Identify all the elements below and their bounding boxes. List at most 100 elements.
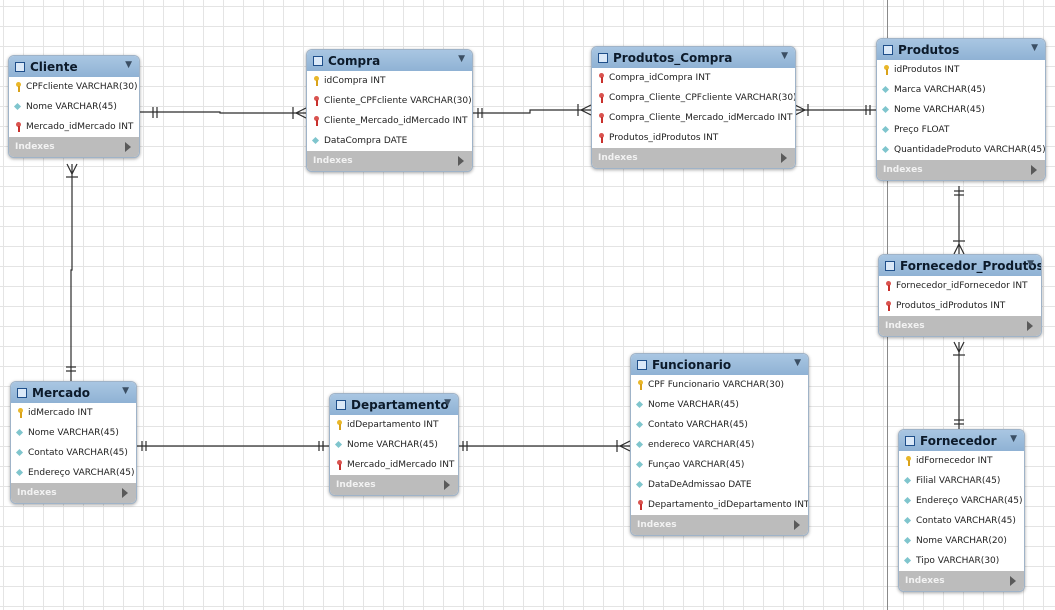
table-header[interactable]: Cliente▼ xyxy=(9,56,139,77)
chevron-down-icon[interactable]: ▼ xyxy=(125,60,132,70)
triangle-right-icon[interactable] xyxy=(794,520,800,530)
table-icon xyxy=(598,52,608,63)
column-row[interactable]: Nome VARCHAR(20) xyxy=(899,531,1024,551)
triangle-right-icon[interactable] xyxy=(1031,165,1037,175)
rel-produtos-produtos-compra[interactable] xyxy=(794,104,876,116)
rel-compra-produtos-compra[interactable] xyxy=(472,104,592,118)
column-row[interactable]: Fornecedor_idFornecedor INT xyxy=(879,276,1041,296)
column-row[interactable]: Marca VARCHAR(45) xyxy=(877,80,1045,100)
table-header[interactable]: Fornecedor▼ xyxy=(899,430,1024,451)
column-row[interactable]: Nome VARCHAR(45) xyxy=(330,435,458,455)
column-row[interactable]: idProdutos INT xyxy=(877,60,1045,80)
column-row[interactable]: idMercado INT xyxy=(11,403,136,423)
triangle-right-icon[interactable] xyxy=(458,156,464,166)
column-label: endereco VARCHAR(45) xyxy=(648,440,755,450)
chevron-down-icon[interactable]: ▼ xyxy=(458,54,465,64)
column-row[interactable]: QuantidadeProduto VARCHAR(45) xyxy=(877,140,1045,160)
indexes-section[interactable]: Indexes xyxy=(879,316,1041,336)
column-row[interactable]: Preço FLOAT xyxy=(877,120,1045,140)
rel-mercado-departamento[interactable] xyxy=(136,441,329,451)
column-row[interactable]: Nome VARCHAR(45) xyxy=(631,395,808,415)
indexes-section[interactable]: Indexes xyxy=(592,148,795,168)
column-row[interactable]: Departamento_idDepartamento INT xyxy=(631,495,808,515)
column-label: QuantidadeProduto VARCHAR(45) xyxy=(894,145,1046,155)
column-row[interactable]: Produtos_idProdutos INT xyxy=(879,296,1041,316)
column-row[interactable]: Compra_Cliente_CPFcliente VARCHAR(30) xyxy=(592,88,795,108)
column-row[interactable]: endereco VARCHAR(45) xyxy=(631,435,808,455)
column-row[interactable]: Nome VARCHAR(45) xyxy=(877,100,1045,120)
indexes-section[interactable]: Indexes xyxy=(307,151,472,171)
chevron-down-icon[interactable]: ▼ xyxy=(781,51,788,61)
triangle-right-icon[interactable] xyxy=(1010,576,1016,586)
column-row[interactable]: Produtos_idProdutos INT xyxy=(592,128,795,148)
rel-fornecedor-fornecedor-produtos[interactable] xyxy=(953,341,965,429)
indexes-section[interactable]: Indexes xyxy=(631,515,808,535)
column-row[interactable]: Mercado_idMercado INT xyxy=(330,455,458,475)
column-row[interactable]: CPFcliente VARCHAR(30) xyxy=(9,77,139,97)
table-header[interactable]: Funcionario▼ xyxy=(631,354,808,375)
rel-produtos-fornecedor-produtos[interactable] xyxy=(953,186,965,255)
column-label: Compra_Cliente_CPFcliente VARCHAR(30) xyxy=(609,93,796,103)
foreign-key-icon xyxy=(335,460,344,470)
chevron-down-icon[interactable]: ▼ xyxy=(1031,43,1038,53)
column-row[interactable]: Nome VARCHAR(45) xyxy=(9,97,139,117)
column-row[interactable]: CPF Funcionario VARCHAR(30) xyxy=(631,375,808,395)
column-row[interactable]: Nome VARCHAR(45) xyxy=(11,423,136,443)
column-label: Fornecedor_idFornecedor INT xyxy=(896,281,1028,291)
indexes-section[interactable]: Indexes xyxy=(330,475,458,495)
triangle-right-icon[interactable] xyxy=(122,488,128,498)
column-row[interactable]: Compra_Cliente_Mercado_idMercado INT xyxy=(592,108,795,128)
indexes-section[interactable]: Indexes xyxy=(11,483,136,503)
triangle-right-icon[interactable] xyxy=(781,153,787,163)
column-row[interactable]: Funçao VARCHAR(45) xyxy=(631,455,808,475)
chevron-down-icon[interactable]: ▼ xyxy=(444,398,451,408)
column-row[interactable]: Endereço VARCHAR(45) xyxy=(11,463,136,483)
column-row[interactable]: Endereço VARCHAR(45) xyxy=(899,491,1024,511)
table-header[interactable]: Produtos▼ xyxy=(877,39,1045,60)
column-row[interactable]: idCompra INT xyxy=(307,71,472,91)
column-row[interactable]: Mercado_idMercado INT xyxy=(9,117,139,137)
column-label: Contato VARCHAR(45) xyxy=(916,516,1016,526)
column-row[interactable]: DataDeAdmissao DATE xyxy=(631,475,808,495)
table-funcionario[interactable]: Funcionario▼CPF Funcionario VARCHAR(30)N… xyxy=(630,353,809,536)
table-fornecedor-produtos[interactable]: Fornecedor_Produtos▼ Fornecedor_idFornece… xyxy=(878,254,1042,337)
column-row[interactable]: idDepartamento INT xyxy=(330,415,458,435)
column-label: CPFcliente VARCHAR(30) xyxy=(26,82,138,92)
triangle-right-icon[interactable] xyxy=(444,480,450,490)
table-produtos-compra[interactable]: Produtos_Compra▼Compra_idCompra INT Compr… xyxy=(591,46,796,169)
column-row[interactable]: DataCompra DATE xyxy=(307,131,472,151)
column-row[interactable]: Tipo VARCHAR(30) xyxy=(899,551,1024,571)
table-header[interactable]: Compra▼ xyxy=(307,50,472,71)
column-row[interactable]: Contato VARCHAR(45) xyxy=(899,511,1024,531)
rel-cliente-compra[interactable] xyxy=(139,107,307,119)
table-cliente[interactable]: Cliente▼ CPFcliente VARCHAR(30) Nome VARCH… xyxy=(8,55,140,158)
chevron-down-icon[interactable]: ▼ xyxy=(1027,259,1034,269)
column-row[interactable]: idFornecedor INT xyxy=(899,451,1024,471)
indexes-section[interactable]: Indexes xyxy=(877,160,1045,180)
chevron-down-icon[interactable]: ▼ xyxy=(794,358,801,368)
column-row[interactable]: Cliente_Mercado_idMercado INT xyxy=(307,111,472,131)
column-row[interactable]: Filial VARCHAR(45) xyxy=(899,471,1024,491)
table-header[interactable]: Fornecedor_Produtos▼ xyxy=(879,255,1041,276)
indexes-section[interactable]: Indexes xyxy=(899,571,1024,591)
indexes-section[interactable]: Indexes xyxy=(9,137,139,157)
column-row[interactable]: Contato VARCHAR(45) xyxy=(11,443,136,463)
rel-departamento-funcionario[interactable] xyxy=(458,440,631,452)
chevron-down-icon[interactable]: ▼ xyxy=(1010,434,1017,444)
table-header[interactable]: Produtos_Compra▼ xyxy=(592,47,795,68)
chevron-down-icon[interactable]: ▼ xyxy=(122,386,129,396)
indexes-label: Indexes xyxy=(885,321,925,331)
table-header[interactable]: Departamento▼ xyxy=(330,394,458,415)
triangle-right-icon[interactable] xyxy=(125,142,131,152)
column-row[interactable]: Contato VARCHAR(45) xyxy=(631,415,808,435)
table-header[interactable]: Mercado▼ xyxy=(11,382,136,403)
rel-mercado-cliente[interactable] xyxy=(66,163,78,381)
triangle-right-icon[interactable] xyxy=(1027,321,1033,331)
column-row[interactable]: Cliente_CPFcliente VARCHAR(30) xyxy=(307,91,472,111)
column-row[interactable]: Compra_idCompra INT xyxy=(592,68,795,88)
